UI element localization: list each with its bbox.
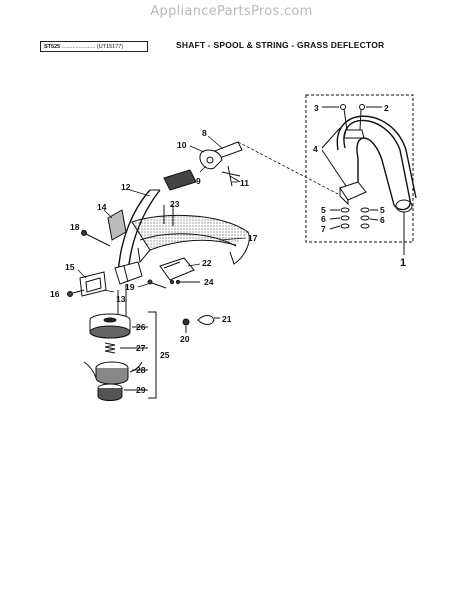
callout-4: 4 [313, 144, 318, 154]
callout-17: 17 [248, 233, 258, 243]
callout-26: 26 [136, 322, 146, 332]
callout-15: 15 [65, 262, 75, 272]
callout-6b: 6 [380, 215, 385, 225]
callout-7: 7 [321, 224, 326, 234]
lead-lines [77, 135, 247, 293]
callout-28: 28 [136, 365, 146, 375]
callout-11: 11 [240, 178, 249, 188]
grass-deflector [131, 205, 250, 285]
spool-group [83, 311, 220, 401]
callout-16: 16 [50, 289, 60, 299]
callout-6a: 6 [321, 214, 326, 224]
callout-23: 23 [170, 199, 180, 209]
callout-29: 29 [136, 385, 146, 395]
callout-14: 14 [97, 202, 107, 212]
callout-24: 24 [204, 277, 214, 287]
model-box: ST525 ...................... (UT15177) [40, 41, 148, 52]
handle-inset [305, 94, 417, 255]
callout-5a: 5 [321, 205, 326, 215]
connector-line [237, 141, 341, 196]
callout-20: 20 [180, 334, 190, 344]
callout-18: 18 [70, 222, 80, 232]
model-number: ST525 [44, 44, 61, 50]
shaft-assembly [67, 141, 243, 326]
callout-1: 1 [400, 257, 406, 269]
callout-8: 8 [202, 128, 207, 138]
callout-13: 13 [116, 294, 126, 304]
model-code: (UT15177) [96, 44, 124, 50]
callout-10: 10 [177, 140, 187, 150]
callout-21: 21 [222, 314, 232, 324]
callout-12: 12 [121, 182, 131, 192]
callout-25: 25 [160, 350, 170, 360]
callout-19: 19 [125, 282, 135, 292]
callout-2: 2 [384, 103, 389, 113]
callout-22: 22 [202, 258, 212, 268]
callout-3: 3 [314, 103, 319, 113]
callout-9: 9 [196, 176, 201, 186]
callout-5b: 5 [380, 205, 385, 215]
callout-27: 27 [136, 343, 146, 353]
watermark-text: AppliancePartsPros.com [150, 4, 313, 19]
model-dots: ...................... [61, 44, 96, 50]
diagram-title: SHAFT - SPOOL & STRING - GRASS DEFLECTOR [176, 40, 385, 50]
